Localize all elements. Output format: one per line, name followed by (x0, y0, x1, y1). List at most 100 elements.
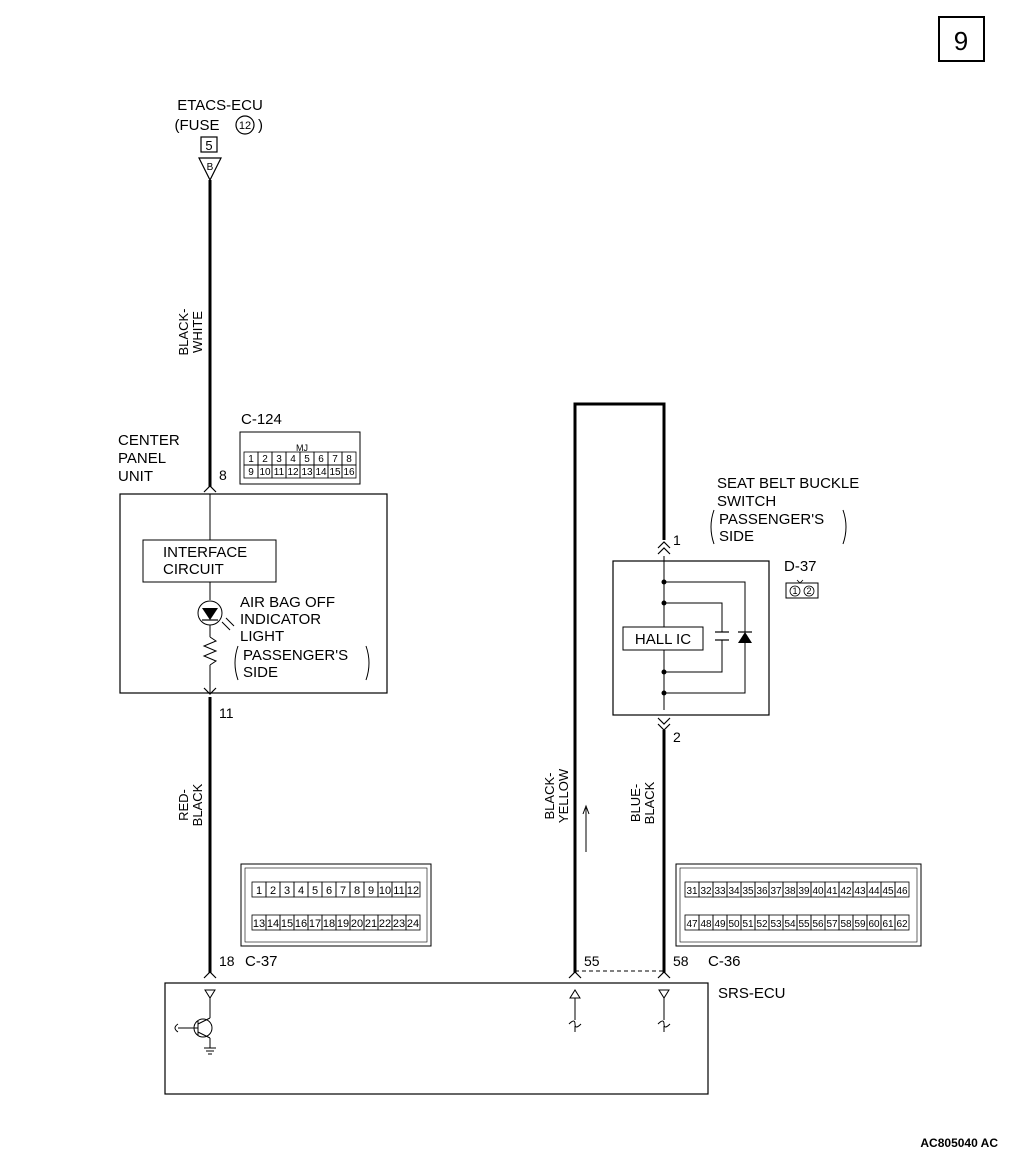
switch-paren-right (842, 509, 847, 545)
connector-pin-number: 48 (700, 919, 712, 930)
connector-pin-number: 51 (742, 919, 754, 930)
wire2-color-line2: BLACK (190, 783, 205, 826)
srs-pin58-triangle (658, 989, 670, 999)
connector-pin-number: 49 (714, 919, 726, 930)
hall-ic-box (622, 626, 704, 651)
connector-pin-number: 53 (770, 919, 782, 930)
connector-pin-number: 16 (343, 467, 355, 478)
connector-pin-number: 2 (262, 454, 268, 465)
switch-pin-top: 1 (673, 532, 681, 548)
switch-pin1-marker (657, 541, 671, 555)
led-diode-symbol (202, 608, 218, 620)
srs-pin58-break-icon (657, 1020, 671, 1028)
wire1-color-line1: BLACK- (176, 309, 191, 356)
center-panel-unit-box (119, 493, 388, 694)
fuse-prefix: (FUSE (175, 117, 220, 134)
connector-pin-cell (894, 914, 910, 931)
srs-ecu-box (164, 982, 709, 1095)
c37-connector-inner (244, 867, 428, 943)
c124-connector (239, 431, 361, 485)
switch-paren-left (710, 509, 715, 545)
led-light-rays-icon (221, 617, 235, 631)
d37-pin-2-circle (803, 585, 815, 597)
figure-code: AC805040 AC (920, 1136, 998, 1150)
connector-pin-number: 4 (290, 454, 296, 465)
cpu-label-1: CENTER (118, 432, 180, 449)
srs-pin55-break-icon (568, 1020, 582, 1028)
connector-pin-number: 45 (882, 886, 894, 897)
ground-icon (204, 1047, 216, 1055)
connector-pin-cell (894, 881, 910, 898)
connector-pin-number: 40 (812, 886, 824, 897)
c36-connector-inner (679, 867, 918, 943)
fuse-number-circle (235, 115, 255, 135)
capacitor-loop (664, 602, 723, 673)
connector-pin-number: 22 (379, 918, 391, 930)
connector-pin-number: 41 (826, 886, 838, 897)
connector-pin-number: 59 (854, 919, 866, 930)
light-line4: PASSENGER'S (243, 647, 348, 664)
c37-label: C-37 (245, 953, 278, 970)
connector-pin-number: 55 (798, 919, 810, 930)
connector-pin-number: 6 (326, 885, 332, 897)
connector-pin-number: 58 (840, 919, 852, 930)
wire-black-yellow (573, 402, 666, 973)
cpu-label-3: UNIT (118, 468, 153, 485)
connector-pin-number: 42 (840, 886, 852, 897)
connector-pin-number: 9 (248, 467, 254, 478)
connector-pin-number: 56 (812, 919, 824, 930)
connector-pin-number: 18 (323, 918, 335, 930)
connector-pin-number: 47 (686, 919, 698, 930)
transistor-symbol (178, 1017, 211, 1039)
light-paren-left (234, 645, 239, 681)
c36-connector (675, 863, 922, 947)
seat-belt-switch-box (612, 560, 770, 716)
connector-pin-number: 54 (784, 919, 796, 930)
source-connector-triangle (198, 157, 222, 182)
connector-pin-number: 46 (896, 886, 908, 897)
connector-pin-number: 36 (756, 886, 768, 897)
wire4-color-line1: BLUE- (628, 784, 643, 822)
connector-pin-number: 20 (351, 918, 363, 930)
connector-pin-number: 16 (295, 918, 307, 930)
connector-pin-number: 3 (284, 885, 290, 897)
interface-line2: CIRCUIT (163, 561, 224, 578)
pin-55: 55 (584, 953, 600, 969)
connector-pin-number: 10 (379, 885, 391, 897)
pin-18: 18 (219, 953, 235, 969)
connector-pin-number: 8 (346, 454, 352, 465)
connector-pin-number: 39 (798, 886, 810, 897)
connector-pin-number: 7 (332, 454, 338, 465)
cpu-label-2: PANEL (118, 450, 166, 467)
connector-pin-number: 19 (337, 918, 349, 930)
connector-pin-number: 2 (270, 885, 276, 897)
switch-line3: PASSENGER'S (719, 511, 824, 528)
c124-tag: MJ (296, 443, 308, 453)
c37-connector (240, 863, 432, 947)
connector-pin-number: 38 (784, 886, 796, 897)
wire3-color-line1: BLACK- (542, 773, 557, 820)
srs-pin55-triangle (569, 989, 581, 999)
transistor-input-tilde (174, 1023, 179, 1033)
wire4-color-line2: BLACK (642, 781, 657, 824)
d37-pin-2: 2 (806, 586, 811, 596)
connector-pin-number: 37 (770, 886, 782, 897)
connector-pin-number: 24 (407, 918, 419, 930)
connector-pin-cell (405, 914, 421, 931)
connector-pin-number: 9 (368, 885, 374, 897)
connector-pin-number: 50 (728, 919, 740, 930)
connector-pin-number: 60 (868, 919, 880, 930)
connector-pin-number: 61 (882, 919, 894, 930)
fuse-number: 12 (239, 120, 251, 132)
connector-pin-number: 11 (393, 885, 404, 897)
switch-line2: SWITCH (717, 493, 776, 510)
connector-pin-number: 1 (248, 454, 254, 465)
switch-line4: SIDE (719, 528, 754, 545)
connector-pin-number: 17 (309, 918, 321, 930)
fuse-suffix: ) (258, 117, 263, 134)
connector-pin-number: 33 (714, 886, 726, 897)
page-number-box (938, 16, 985, 62)
connector-pin-number: 15 (329, 467, 341, 478)
